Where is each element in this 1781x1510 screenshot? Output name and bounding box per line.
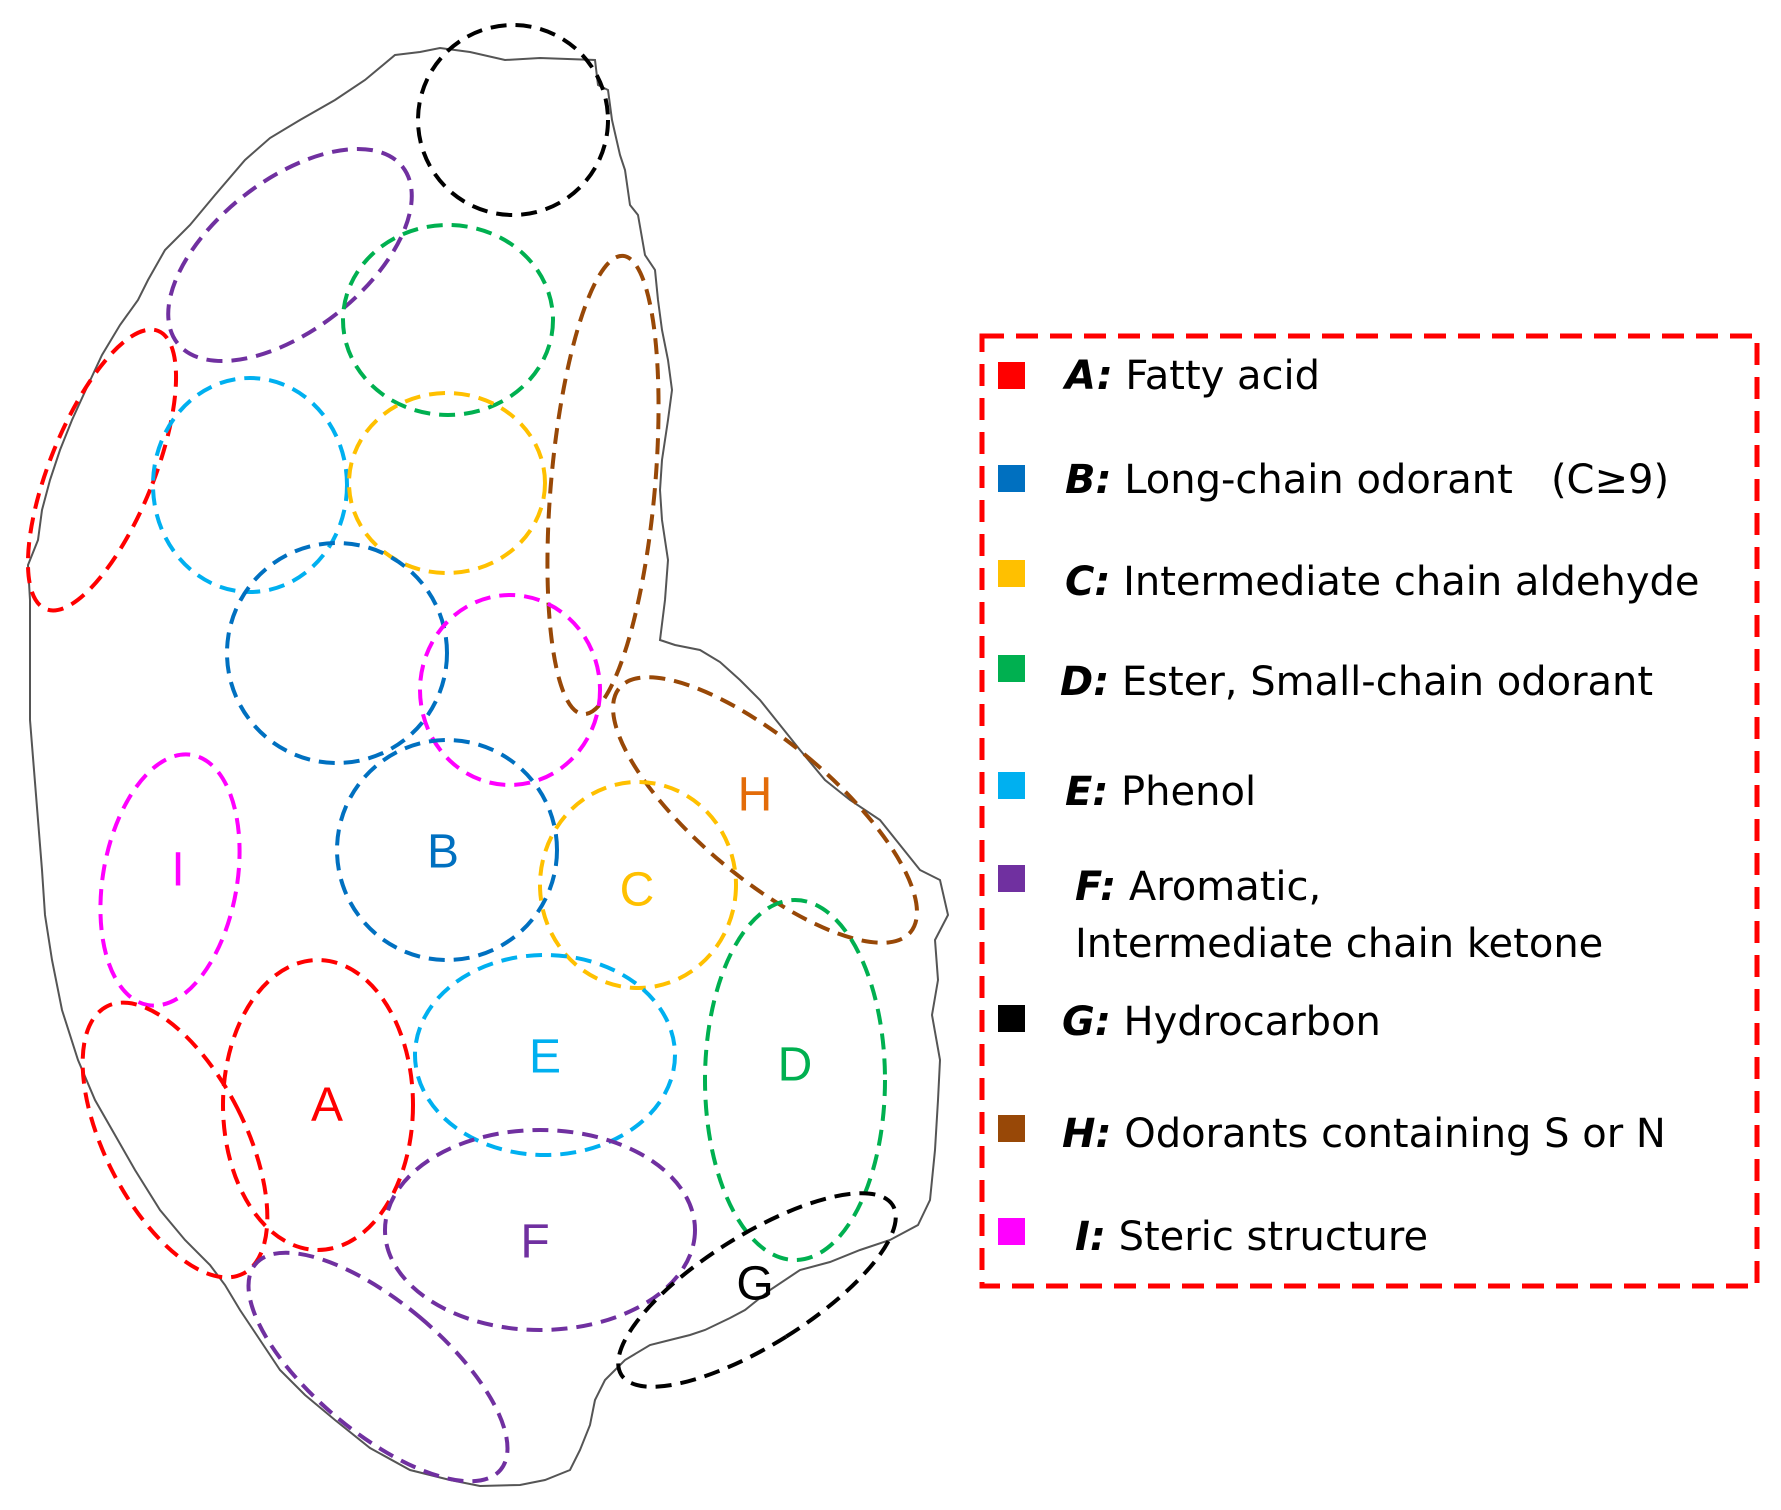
region-label-h: H [738,769,773,822]
svg-text:H: Odorants containing S or N: H: Odorants containing S or N [1062,1111,1666,1157]
legend-key-a: A: [1062,353,1113,399]
map-outline [26,46,950,1488]
region-label-i: I [171,844,184,897]
legend-text-d: Ester, Small-chain odorant [1122,659,1653,705]
region-e-upper-ellipse [151,376,349,594]
legend-swatch-b [998,465,1025,492]
legend-text-f-line2: Intermediate chain ketone [1075,921,1603,967]
svg-text:C: Intermediate chain aldehyde: C: Intermediate chain aldehyde [1065,559,1700,605]
legend-text-g: Hydrocarbon [1124,999,1381,1045]
region-label-a: A [311,1079,343,1132]
legend-item-b: B: Long-chain odorant (C≥9) [998,457,1669,503]
svg-text:D: Ester, Small-chain odorant: D: Ester, Small-chain odorant [1060,659,1653,705]
legend-key-e: E: [1065,769,1108,815]
region-e-ellipse [413,953,677,1157]
region-h-lower-ellipse [611,675,919,945]
region-c-ellipse [538,780,738,990]
legend: A: Fatty acid B: Long-chain odorant (C≥9… [979,333,1760,1289]
region-b-ellipse [335,738,559,962]
region-d-upper-ellipse [341,223,555,417]
region-a-extra-ellipse [25,327,179,613]
legend-text-f: Aromatic, [1129,864,1321,910]
legend-item-c: C: Intermediate chain aldehyde [998,559,1700,605]
legend-text-c: Intermediate chain aldehyde [1123,559,1699,605]
legend-key-g: G: [1062,999,1111,1045]
region-c-upper-ellipse [347,391,547,575]
region-d-ellipse [703,898,887,1262]
region-b-upper-ellipse [225,541,449,765]
legend-border [979,333,1760,1289]
legend-item-g: G: Hydrocarbon [998,999,1381,1045]
legend-text-h: Odorants containing S or N [1124,1111,1666,1157]
legend-key-d: D: [1060,659,1109,705]
svg-text:B: Long-chain odorant (C≥9): B: Long-chain odorant (C≥9) [1065,457,1669,503]
legend-key-f: F: [1075,864,1116,910]
legend-swatch-f [998,865,1025,892]
region-f-lower-ellipse [246,1250,510,1484]
legend-swatch-d [998,655,1025,682]
region-a-ellipse [221,958,415,1252]
svg-text:A: Fatty acid: A: Fatty acid [1062,353,1320,399]
region-label-f: F [520,1216,549,1269]
region-label-c: C [620,864,655,917]
svg-text:I: Steric structure: I: Steric structure [1075,1214,1428,1260]
legend-swatch-i [998,1218,1025,1245]
legend-item-a: A: Fatty acid [998,353,1320,399]
region-g-ellipse [616,1191,898,1389]
legend-swatch-c [998,560,1025,587]
legend-swatch-g [998,1005,1025,1032]
region-g-top-ellipse [416,23,610,217]
legend-key-c: C: [1065,559,1110,605]
region-i-upper-ellipse [418,593,602,787]
region-label-g: G [736,1258,773,1311]
legend-swatch-e [998,772,1025,799]
legend-swatch-h [998,1115,1025,1142]
region-f-ellipse [383,1128,697,1332]
legend-key-i: I: [1075,1214,1106,1260]
legend-item-i: I: Steric structure [998,1214,1428,1260]
region-i-ellipse [98,752,242,1008]
region-h-upper-ellipse [545,253,661,717]
svg-text:E: Phenol: E: Phenol [1065,769,1256,815]
legend-item-d: D: Ester, Small-chain odorant [998,655,1653,705]
legend-item-e: E: Phenol [998,769,1256,815]
legend-key-b: B: [1065,457,1111,503]
region-label-d: D [778,1039,813,1092]
region-label-b: B [427,826,459,879]
legend-text-a: Fatty acid [1125,353,1320,399]
svg-text:F: Aromatic,: F: Aromatic, [1075,864,1321,910]
region-a-lower-ellipse [80,1000,270,1280]
legend-text-i: Steric structure [1119,1214,1428,1260]
legend-text-e: Phenol [1121,769,1256,815]
legend-item-h: H: Odorants containing S or N [998,1111,1666,1157]
region-label-e: E [529,1031,561,1084]
region-f-upper-ellipse [166,146,414,364]
legend-item-f: F: Aromatic, Intermediate chain ketone [998,864,1603,967]
legend-swatch-a [998,362,1025,389]
svg-text:G: Hydrocarbon: G: Hydrocarbon [1062,999,1381,1045]
legend-key-h: H: [1062,1111,1111,1157]
legend-text-b: Long-chain odorant (C≥9) [1124,457,1669,503]
